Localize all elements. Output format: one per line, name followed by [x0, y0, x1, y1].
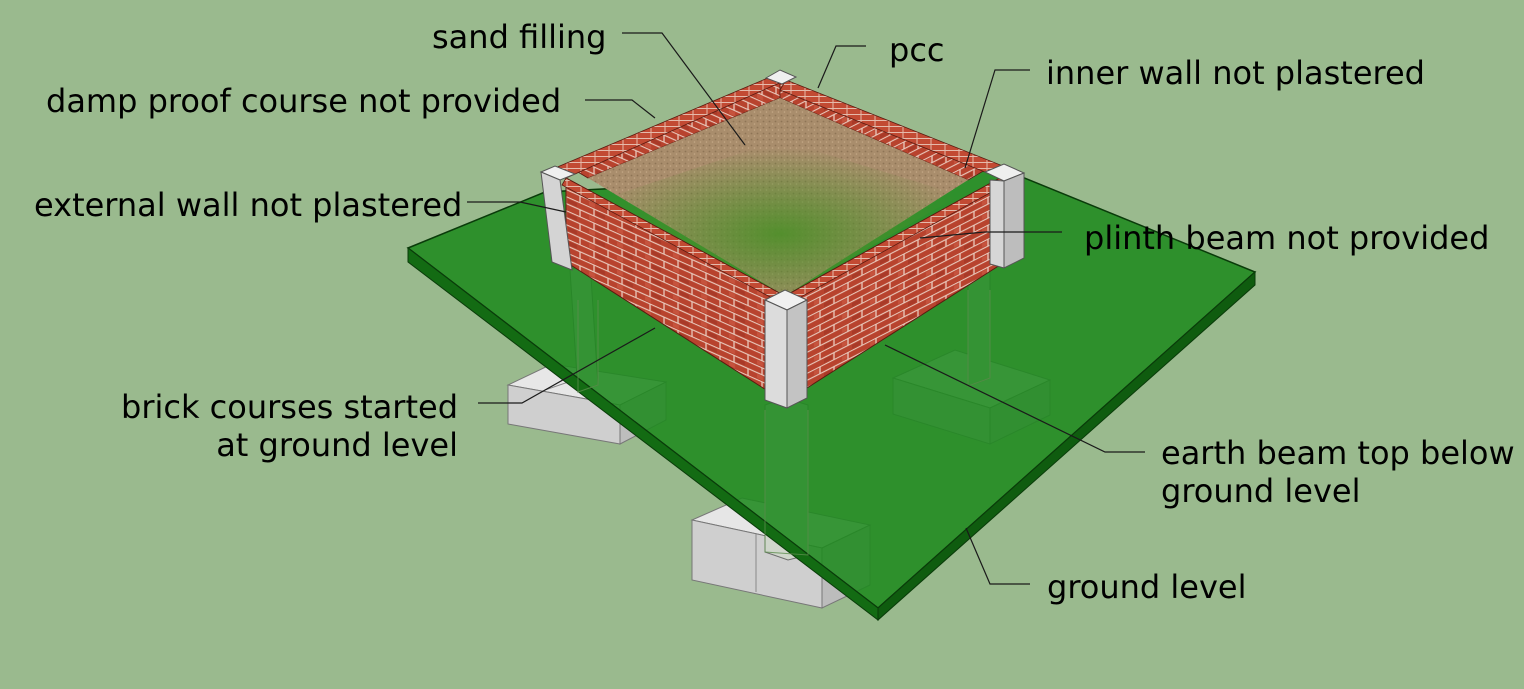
leader-brick-courses [478, 327, 656, 404]
column-right [983, 163, 1026, 269]
wall-caps [554, 74, 1009, 306]
label-damp-proof-course: damp proof course not provided [46, 82, 562, 120]
label-earth-beam-line1: earth beam top below [1161, 434, 1515, 472]
column-ghost-lines [577, 290, 991, 556]
label-ground-level: ground level [1047, 568, 1247, 606]
label-earth-beam-line2: ground level [1161, 472, 1361, 510]
column-left [539, 165, 577, 271]
leader-pcc [817, 45, 866, 89]
label-brick-courses-line1: brick courses started [121, 388, 458, 426]
leader-ground-level [965, 527, 1030, 585]
column-back [764, 69, 798, 85]
label-earth-beam: earth beam top below ground level [1161, 434, 1515, 510]
column-front [763, 289, 809, 409]
label-brick-courses-line2: at ground level [216, 426, 458, 464]
leader-lines [467, 32, 1145, 585]
label-inner-wall: inner wall not plastered [1046, 54, 1425, 92]
leader-damp-proof [585, 99, 656, 119]
label-sand-filling: sand filling [432, 18, 607, 56]
leader-earth-beam [884, 344, 1145, 453]
leader-plinth-beam [919, 231, 1062, 239]
leader-sand-filling [622, 32, 746, 146]
leader-external-wall [467, 201, 567, 213]
leader-inner-wall [964, 69, 1030, 169]
label-brick-courses: brick courses started at ground level [112, 388, 458, 464]
label-external-wall: external wall not plastered [34, 186, 463, 224]
label-pcc: pcc [889, 31, 945, 69]
label-plinth-beam: plinth beam not provided [1084, 219, 1490, 257]
sand-green-tint [600, 140, 960, 296]
